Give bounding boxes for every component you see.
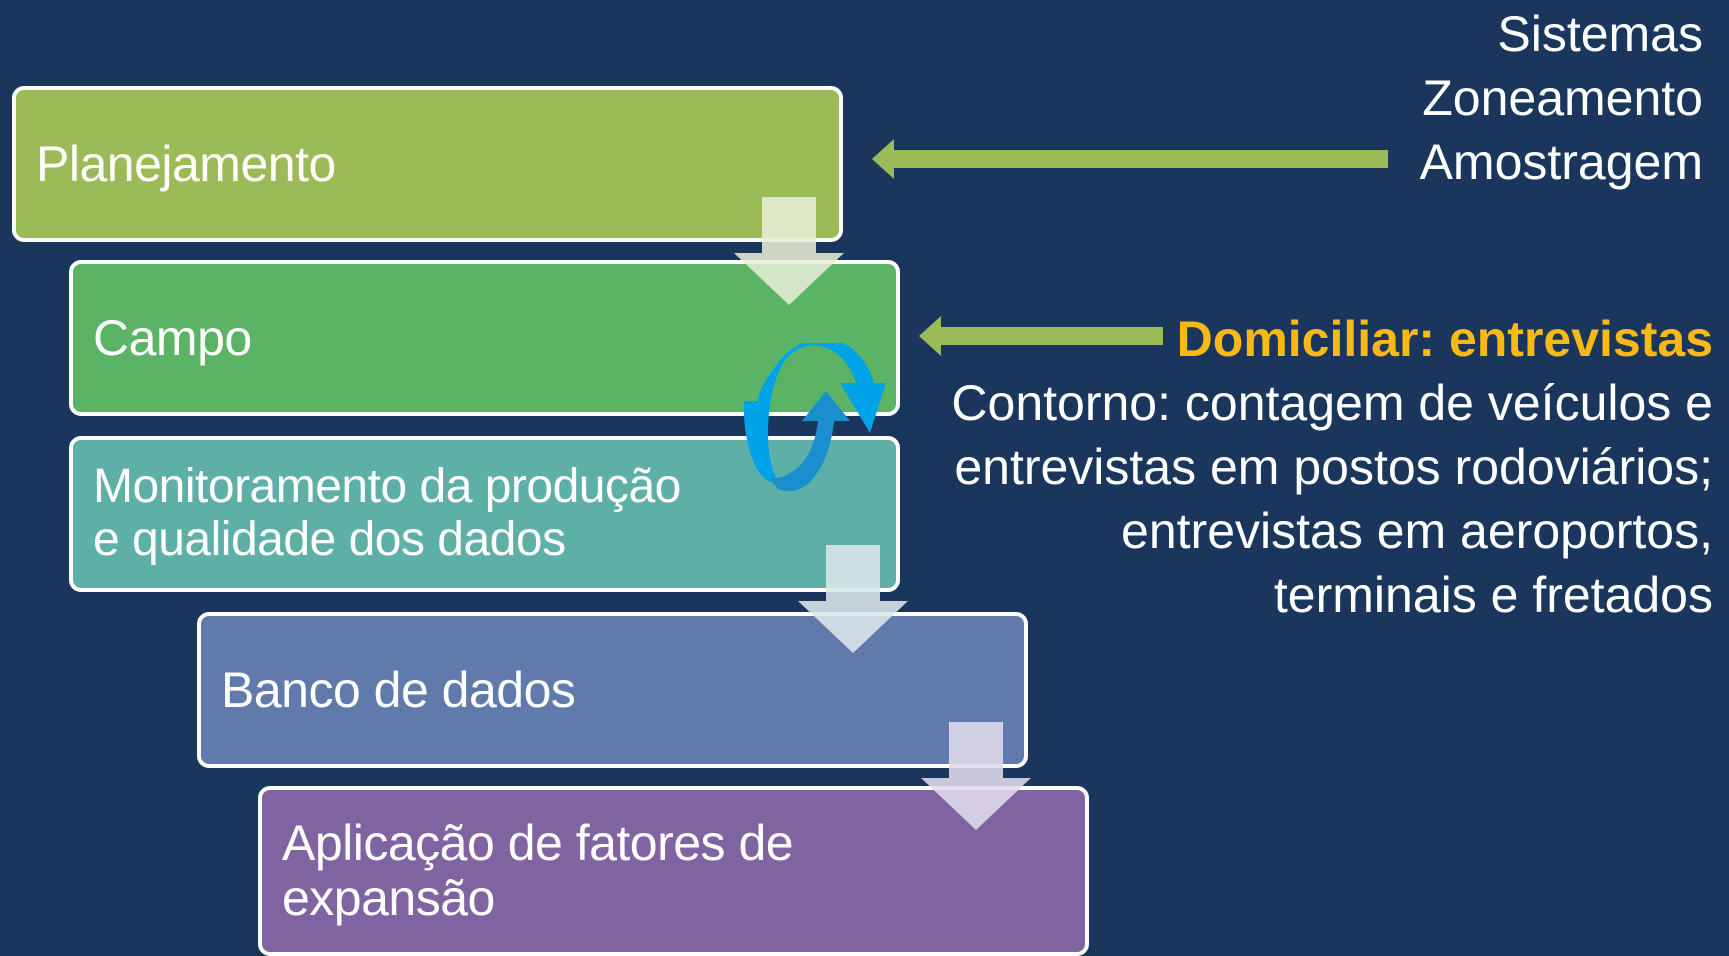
step-campo: Campo bbox=[69, 260, 900, 416]
down-arrow-icon bbox=[921, 722, 1031, 830]
down-arrow-icon bbox=[798, 545, 908, 653]
step-banco-de-dados: Banco de dados bbox=[197, 612, 1028, 768]
cycle-arrows-icon bbox=[743, 343, 886, 492]
planning-note: Amostragem bbox=[1419, 134, 1703, 190]
field-notes: Domiciliar: entrevistas Contorno: contag… bbox=[951, 307, 1713, 627]
step-label: Banco de dados bbox=[221, 661, 576, 718]
step-label: Planejamento bbox=[36, 135, 336, 192]
step-label: Campo bbox=[93, 309, 252, 366]
step-monitoramento: Monitoramento da produção e qualidade do… bbox=[69, 436, 900, 592]
step-label: Monitoramento da produção e qualidade do… bbox=[93, 460, 681, 566]
left-arrow-icon bbox=[872, 139, 1388, 179]
planning-note: Zoneamento bbox=[1422, 70, 1703, 126]
planning-notes: Sistemas Zoneamento Amostragem bbox=[1420, 2, 1703, 194]
field-notes-detail: Contorno: contagem de veículos e entrevi… bbox=[951, 375, 1713, 623]
step-planejamento: Planejamento bbox=[12, 86, 843, 242]
step-fatores-expansao: Aplicação de fatores de expansão bbox=[258, 786, 1089, 956]
step-label: Aplicação de fatores de expansão bbox=[282, 815, 794, 926]
left-arrow-icon bbox=[919, 316, 1163, 356]
down-arrow-icon bbox=[734, 197, 844, 305]
field-notes-highlight: Domiciliar: entrevistas bbox=[1176, 311, 1713, 367]
planning-note: Sistemas bbox=[1497, 6, 1703, 62]
